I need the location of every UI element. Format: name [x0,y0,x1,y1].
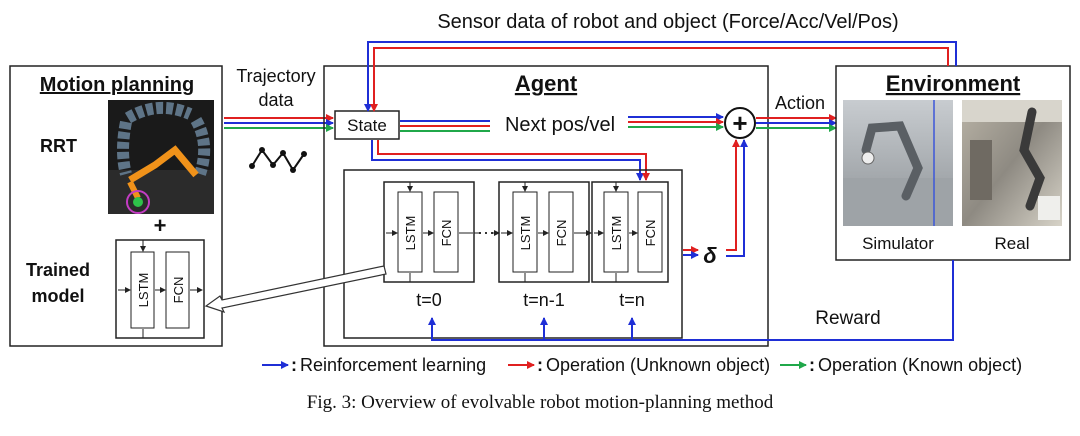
svg-text:LSTM: LSTM [518,216,533,251]
svg-text:LSTM: LSTM [403,216,418,251]
legend: : Reinforcement learning : Operation (Un… [262,355,1022,375]
network-container [343,169,683,339]
model-transfer-arrow [204,265,387,314]
svg-text::: : [537,355,543,375]
rrt-label: RRT [40,136,77,156]
ellipsis: ··· [477,222,495,242]
delta-to-sum-arrows [726,139,748,257]
plus-sign: + [154,213,167,238]
legend-reinforcement-learning: Reinforcement learning [300,355,486,375]
reward-label: Reward [815,308,880,329]
figure-caption: Fig. 3: Overview of evolvable robot moti… [306,392,774,413]
state-to-sum-arrows [400,113,724,132]
svg-text:LSTM: LSTM [609,216,624,251]
time-label-t0: t=0 [416,290,442,310]
rrt-robot-image [108,100,214,214]
trajectory-label-line1: Trajectory [236,66,315,86]
next-pos-vel-label: Next pos/vel [505,114,615,136]
svg-text::: : [291,355,297,375]
lstm-cell-tn: LSTM FCN [591,181,669,283]
trajectory-arrows [224,114,334,132]
state-label: State [347,116,387,135]
simulator-label: Simulator [862,234,934,253]
svg-text:FCN: FCN [554,220,569,247]
motion-planning-box [9,65,223,347]
svg-text:FCN: FCN [439,220,454,247]
svg-text:LSTM: LSTM [136,273,151,308]
trajectory-icon [249,147,307,173]
legend-unknown-object: Operation (Unknown object) [546,355,770,375]
sum-node [724,107,756,139]
time-label-tn-1: t=n-1 [523,290,565,310]
state-to-network-arrows [371,140,650,181]
overview-diagram: Sensor data of robot and object (Force/A… [9,11,1071,375]
svg-text::: : [809,355,815,375]
real-label: Real [995,234,1030,253]
action-label: Action [775,93,825,113]
trajectory-label-line2: data [258,90,294,110]
lstm-cell-t0: LSTM FCN [383,181,475,283]
real-robot-image [962,100,1062,226]
sum-symbol: + [732,108,747,138]
delta-symbol: δ [703,243,717,268]
agent-box [323,65,769,347]
time-label-tn: t=n [619,290,645,310]
environment-title: Environment [886,71,1021,96]
lstm-cell-tn-1: LSTM FCN [498,181,592,283]
sensor-data-label: Sensor data of robot and object (Force/A… [437,11,898,33]
motion-planning-title: Motion planning [40,74,194,96]
trained-model-label-line2: model [31,286,84,306]
reward-arrows [428,260,954,341]
network-output-arrows [683,246,699,259]
svg-text:FCN: FCN [171,277,186,304]
svg-text:FCN: FCN [643,220,658,247]
trained-model-network: LSTM FCN [115,239,205,339]
simulator-image [843,100,953,226]
agent-title: Agent [515,71,578,96]
sensor-feedback-arrows [364,41,957,112]
legend-known-object: Operation (Known object) [818,355,1022,375]
trained-model-label-line1: Trained [26,260,90,280]
action-arrows [756,114,837,132]
